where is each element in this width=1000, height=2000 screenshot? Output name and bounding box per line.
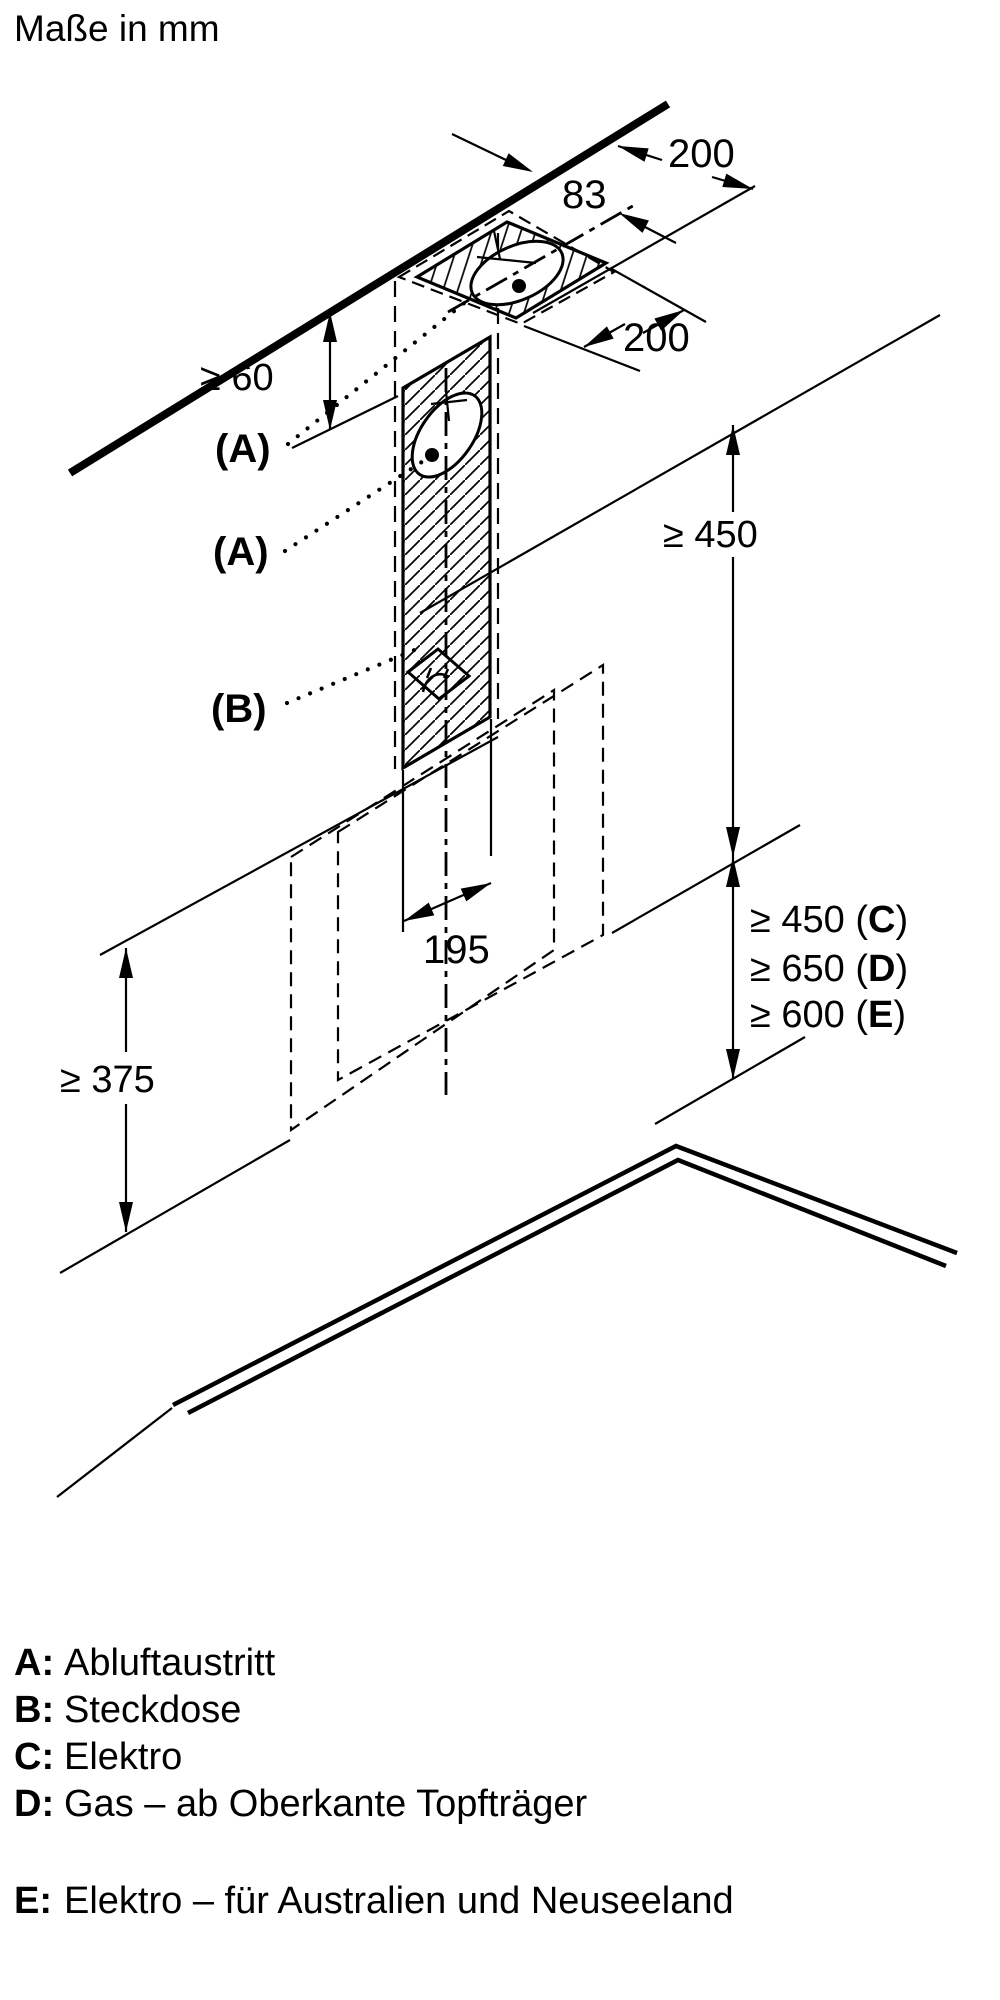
legend-key-a: A: xyxy=(14,1642,55,1684)
dim-top-200 xyxy=(617,144,754,191)
legend-text-d: Gas – ab Oberkante Topfträger xyxy=(64,1783,588,1825)
center-lines xyxy=(444,201,639,1095)
dim-375-text: ≥ 375 xyxy=(60,1059,155,1101)
legend-key-b: B: xyxy=(14,1689,55,1731)
legend-key-d: D: xyxy=(14,1783,55,1825)
dim-195 xyxy=(401,719,493,932)
hood-outline-dashed xyxy=(289,663,605,1133)
legend-key-e: E: xyxy=(14,1880,52,1922)
clearance-e-text: ≥ 600 (E) xyxy=(750,994,906,1036)
label-duct-ceiling: (A) xyxy=(215,427,271,471)
dim-450 xyxy=(726,425,740,857)
cooktop-outline xyxy=(171,1143,958,1415)
legend-text-c: Elektro xyxy=(64,1736,183,1778)
dim-60 xyxy=(323,312,337,430)
dim-195-text: 195 xyxy=(423,928,490,972)
legend-item-a: A:Abluftaustritt xyxy=(14,1640,734,1687)
clearance-c-text: ≥ 450 (C) xyxy=(750,899,908,941)
dim-375 xyxy=(119,948,133,1232)
ceiling-cutout-dashed xyxy=(396,209,617,326)
page-title: Maße in mm xyxy=(14,8,220,49)
ceiling-line xyxy=(67,100,671,477)
legend-item-e: E: Elektro – für Australien und Neuseelan… xyxy=(14,1878,734,1925)
legend-text-a: Abluftaustritt xyxy=(64,1642,276,1684)
installation-diagram: 200 83 200 ≥ 60 xyxy=(56,100,958,1498)
dim-83 xyxy=(451,133,677,244)
dim-clearance xyxy=(726,857,740,1079)
reference-lines xyxy=(56,185,941,1498)
dim-83-text: 83 xyxy=(562,173,607,217)
label-duct-wall: (A) xyxy=(213,530,269,574)
ceiling-duct-area xyxy=(413,220,610,320)
legend-item-b: B:Steckdose xyxy=(14,1687,734,1734)
wall-duct-mark xyxy=(425,448,439,462)
legend-item-d: D:Gas – ab Oberkante Topfträger xyxy=(14,1781,734,1828)
dim-450-text: ≥ 450 xyxy=(663,514,758,556)
dim-side-200-text: 200 xyxy=(623,316,690,360)
socket-symbol xyxy=(405,647,472,701)
legend-text-e: Elektro – für Australien und Neuseeland xyxy=(64,1880,734,1922)
label-socket: (B) xyxy=(211,687,267,731)
clearance-d-text: ≥ 650 (D) xyxy=(750,948,908,990)
legend: A:Abluftaustritt B:Steckdose C:Elektro D… xyxy=(14,1640,734,1925)
legend-text-b: Steckdose xyxy=(64,1689,242,1731)
dim-side-200 xyxy=(583,309,685,348)
legend-item-c: C:Elektro xyxy=(14,1734,734,1781)
dim-top-200-text: 200 xyxy=(668,132,735,176)
legend-key-c: C: xyxy=(14,1736,55,1778)
dim-60-text: ≥ 60 xyxy=(200,357,274,399)
leader-lines xyxy=(282,293,476,706)
ceiling-duct-mark xyxy=(512,279,526,293)
